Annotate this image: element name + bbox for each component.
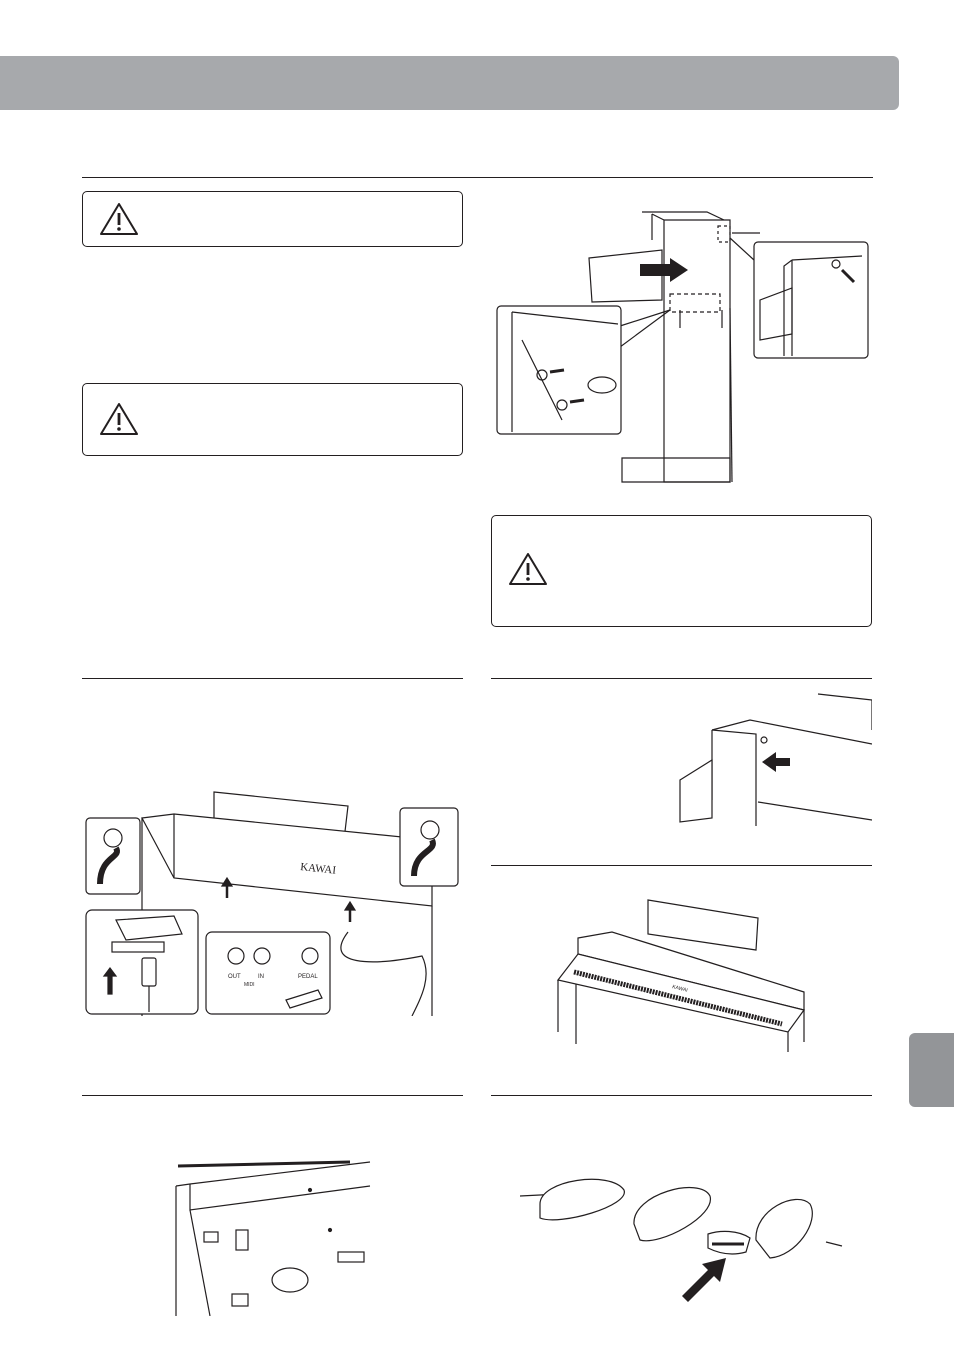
chapter-header-band [0,56,899,110]
finished-piano-figure: KAWAI [552,892,812,1052]
caution-box-2 [82,383,463,456]
midi-out-label: OUT [228,974,241,980]
pedal-adjuster-figure [520,1160,850,1320]
section-rule-top [82,177,873,178]
side-panel-attachment-figure [492,200,872,490]
caution-box-1 [82,191,463,247]
midi-group-label: MIDI [244,982,255,988]
underside-figure [170,1160,380,1316]
pedal-label: PEDAL [298,974,318,980]
midi-in-label: IN [258,974,264,980]
section-side-tab [909,1033,954,1107]
section-rule-left-2 [82,678,463,679]
section-rule-right-4 [491,1095,872,1096]
warning-triangle-icon [508,552,548,586]
section-rule-right-3 [491,865,872,866]
warning-triangle-icon [99,202,139,236]
caution-box-3 [491,515,872,627]
section-rule-left-3 [82,1095,463,1096]
warning-triangle-icon [99,402,139,436]
section-rule-right-2 [491,678,872,679]
connect-cables-figure: KAWAI OUT IN MIDI PEDAL [82,786,462,1016]
panel-screw-figure [672,690,872,830]
